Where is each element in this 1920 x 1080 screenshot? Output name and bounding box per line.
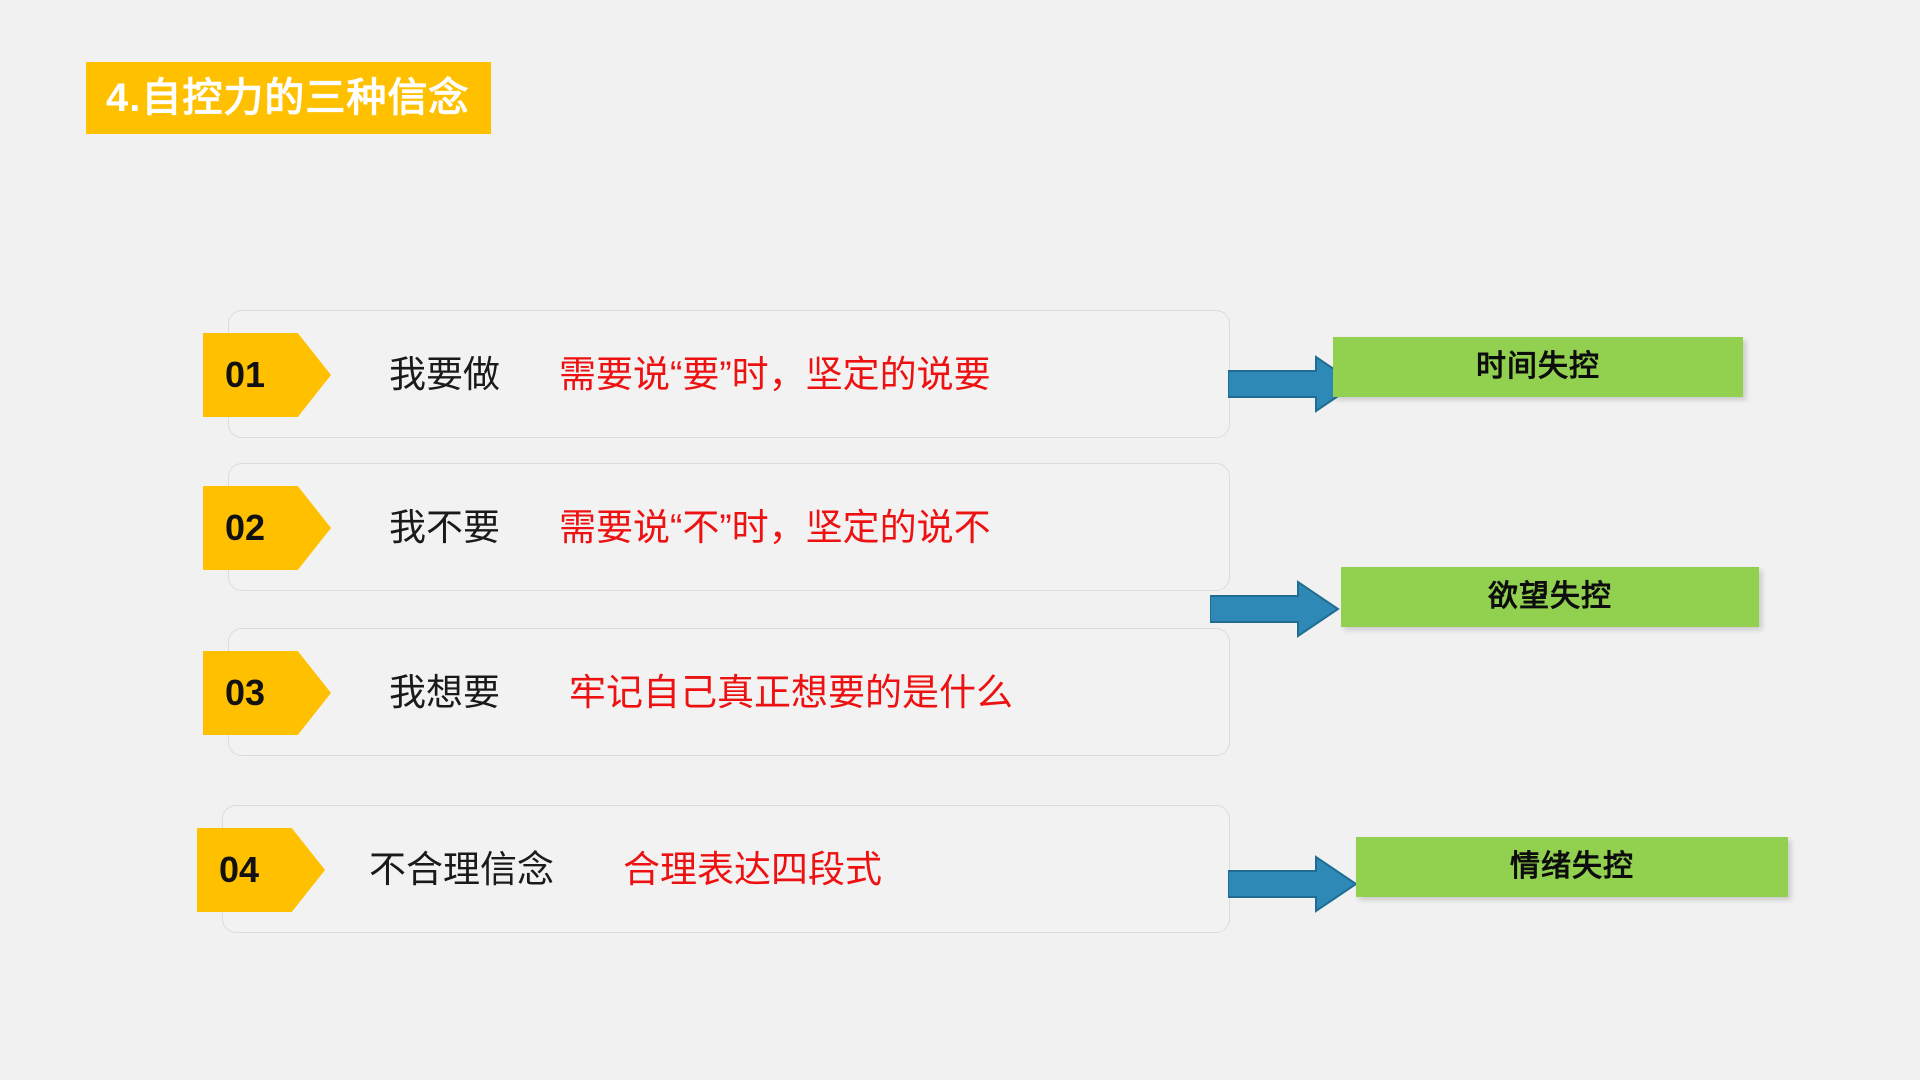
belief-number-03: 03 bbox=[225, 672, 266, 713]
belief-label-04: 不合理信念 bbox=[369, 848, 554, 890]
belief-card-03[interactable]: 03 我想要 牢记自己真正想要的是什么 bbox=[203, 628, 1230, 756]
belief-number-badge-01: 01 bbox=[203, 333, 331, 417]
belief-description-02: 需要说“不”时，坚定的说不 bbox=[559, 506, 991, 548]
belief-number-badge-02: 02 bbox=[203, 486, 331, 570]
flow-arrow-1 bbox=[1228, 355, 1358, 413]
page-title: 4.自控力的三种信念 bbox=[86, 62, 492, 134]
result-label-emotion: 情绪失控 bbox=[1510, 850, 1634, 883]
belief-number-04: 04 bbox=[219, 849, 260, 890]
result-box-desire[interactable]: 欲望失控 bbox=[1341, 567, 1759, 627]
page-title-text: 4.自控力的三种信念 bbox=[106, 76, 470, 120]
belief-card-03-content: 03 我想要 牢记自己真正想要的是什么 bbox=[203, 629, 1229, 755]
belief-number-badge-03: 03 bbox=[203, 651, 331, 735]
belief-card-01-content: 01 我要做 需要说“要”时，坚定的说要 bbox=[203, 311, 1229, 437]
belief-card-04-content: 04 不合理信念 合理表达四段式 bbox=[197, 806, 1229, 932]
result-label-time: 时间失控 bbox=[1476, 350, 1600, 383]
flow-arrow-2 bbox=[1210, 580, 1340, 638]
result-box-emotion[interactable]: 情绪失控 bbox=[1356, 837, 1788, 897]
belief-card-02-content: 02 我不要 需要说“不”时，坚定的说不 bbox=[203, 464, 1229, 590]
belief-label-01: 我要做 bbox=[389, 353, 500, 395]
belief-number-01: 01 bbox=[225, 354, 266, 395]
belief-description-03: 牢记自己真正想要的是什么 bbox=[569, 671, 1013, 713]
belief-description-04: 合理表达四段式 bbox=[623, 848, 882, 890]
result-label-desire: 欲望失控 bbox=[1488, 580, 1612, 613]
belief-label-02: 我不要 bbox=[389, 506, 500, 548]
belief-card-04[interactable]: 04 不合理信念 合理表达四段式 bbox=[197, 805, 1230, 933]
belief-card-02[interactable]: 02 我不要 需要说“不”时，坚定的说不 bbox=[203, 463, 1230, 591]
belief-description-01: 需要说“要”时，坚定的说要 bbox=[559, 353, 991, 395]
belief-number-badge-04: 04 bbox=[197, 828, 325, 912]
belief-card-01[interactable]: 01 我要做 需要说“要”时，坚定的说要 bbox=[203, 310, 1230, 438]
result-box-time[interactable]: 时间失控 bbox=[1333, 337, 1743, 397]
belief-number-02: 02 bbox=[225, 507, 266, 548]
flow-arrow-3 bbox=[1228, 855, 1358, 913]
belief-label-03: 我想要 bbox=[389, 671, 500, 713]
